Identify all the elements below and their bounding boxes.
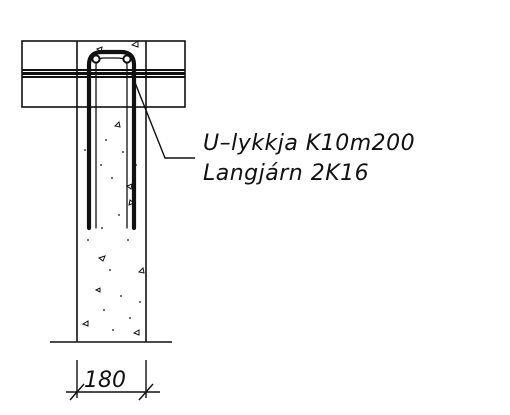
callout-longitudinal-spec: Langjárn 2K16 bbox=[203, 161, 369, 186]
longitudinal-bars bbox=[91, 54, 132, 64]
dimension-label: 180 bbox=[84, 368, 126, 393]
dimension-line bbox=[66, 360, 160, 401]
wall-section bbox=[76, 41, 147, 342]
callout-leader-line bbox=[131, 74, 195, 159]
u-loop-rebar bbox=[86, 49, 137, 231]
slab-section bbox=[21, 40, 186, 108]
callout-rebar-spec: U–lykkja K10m200 bbox=[203, 131, 415, 156]
concrete-hatching bbox=[81, 40, 145, 336]
